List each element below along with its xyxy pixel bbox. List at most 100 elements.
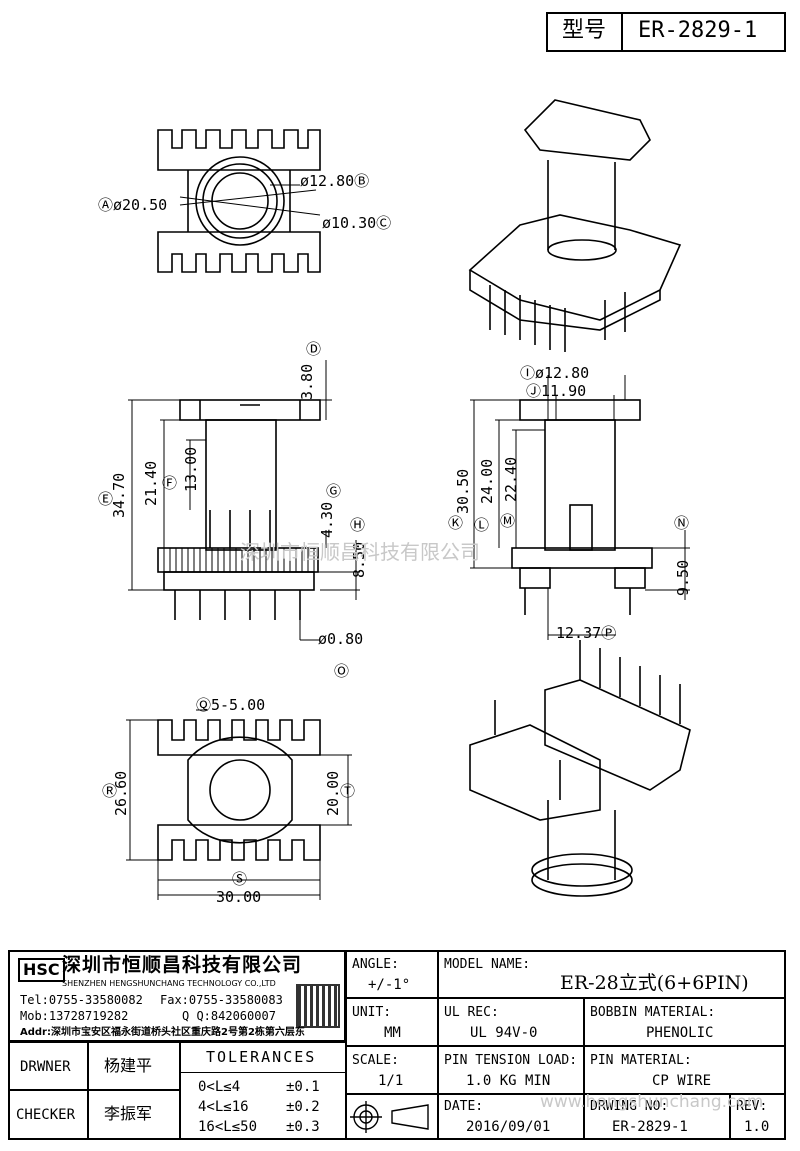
rev-value: 1.0 — [744, 1119, 770, 1135]
dim-h-mark: Ⓗ — [350, 516, 366, 534]
dim-a: Ⓐø20.50 — [98, 196, 168, 214]
dim-m-mark: Ⓜ — [500, 512, 516, 530]
dim-f2-value: 13.00 — [182, 446, 200, 492]
dim-n-value: 9.50 — [674, 559, 692, 596]
ul-label: UL REC: — [444, 1005, 499, 1020]
pin-tension-cell — [438, 1046, 584, 1094]
unit-cell — [346, 998, 438, 1046]
company-name-en: SHENZHEN HENGSHUNCHANG TECHNOLOGY CO.,LT… — [62, 979, 276, 988]
dim-k-value: 30.50 — [454, 468, 472, 514]
tol-range-2: 4<L≤16 — [198, 1099, 249, 1115]
model-label: 型号 — [562, 18, 607, 43]
projection-symbol-icon — [350, 1101, 429, 1133]
bottom-view — [126, 709, 352, 900]
tol-value-1: ±0.1 — [286, 1079, 320, 1095]
header-divider — [621, 12, 623, 52]
checker-label-cell — [8, 1090, 88, 1140]
rev-label: REV: — [736, 1099, 768, 1114]
angle-cell — [346, 950, 438, 998]
dim-n-mark: Ⓝ — [674, 514, 690, 532]
dim-t-mark: Ⓣ — [340, 782, 356, 800]
side-view — [470, 375, 690, 640]
projection-cell — [346, 1094, 438, 1140]
iso-view-top — [468, 99, 682, 352]
dim-m-value: 22.40 — [502, 456, 520, 502]
company-fax: Fax:0755-33580083 — [160, 993, 283, 1007]
pin-material-value: CP WIRE — [652, 1073, 712, 1089]
dim-o-mark: Ⓞ — [334, 662, 350, 680]
dim-g-mark: Ⓖ — [326, 482, 342, 500]
bobbin-label: BOBBIN MATERIAL: — [590, 1005, 716, 1020]
angle-label: ANGLE: — [352, 957, 399, 972]
model-number: ER-2829-1 — [638, 18, 758, 43]
tol-range-3: 16<L≤50 — [198, 1119, 258, 1135]
tol-value-2: ±0.2 — [286, 1099, 320, 1115]
front-view — [128, 360, 360, 641]
date-label: DATE: — [444, 1099, 484, 1114]
drawing-no-cell — [584, 1094, 730, 1140]
company-qq: Q Q:842060007 — [182, 1009, 276, 1023]
model-name-value: ER-28立式(6+6PIN) — [560, 972, 749, 994]
unit-label: UNIT: — [352, 1005, 392, 1020]
header-box — [546, 12, 786, 52]
checker-value-cell — [88, 1090, 180, 1140]
technical-drawing — [126, 99, 691, 900]
drawer-label-cell — [8, 1042, 88, 1090]
pin-tension-label: PIN TENSION LOAD: — [444, 1053, 578, 1068]
drawing-no-label: DRWING NO: — [590, 1099, 669, 1114]
tolerances-divider — [180, 1072, 346, 1073]
ul-value: UL 94V-0 — [470, 1025, 538, 1041]
top-view — [157, 129, 321, 273]
watermark-center: 深圳市恒顺昌科技有限公司 — [240, 540, 480, 564]
dim-r-mark: Ⓡ — [102, 782, 118, 800]
checker-value: 李振军 — [104, 1104, 153, 1123]
company-name-cn: 深圳市恒顺昌科技有限公司 — [62, 954, 303, 976]
company-mob: Mob:13728719282 — [20, 1009, 129, 1023]
company-addr: Addr:深圳市宝安区福永街道桥头社区重庆路2号第2栋第六层东 — [20, 1027, 305, 1038]
dim-e-mark: Ⓔ — [98, 490, 114, 508]
dim-b: ø12.80Ⓑ — [300, 172, 370, 190]
date-cell — [438, 1094, 584, 1140]
checker-label: CHECKER — [16, 1107, 76, 1123]
unit-value: MM — [384, 1025, 401, 1041]
dim-p: 12.37Ⓟ — [556, 624, 617, 642]
iso-view-bottom — [469, 640, 691, 897]
tolerances-title: TOLERANCES — [206, 1048, 317, 1066]
dim-g-value: 4.30 — [318, 501, 336, 538]
scale-label: SCALE: — [352, 1053, 399, 1068]
pin-material-label: PIN MATERIAL: — [590, 1053, 692, 1068]
dim-j: Ⓙ11.90 — [526, 382, 587, 400]
dim-k-mark: Ⓚ — [448, 514, 464, 532]
model-name-label: MODEL NAME: — [444, 957, 531, 972]
scale-value: 1/1 — [378, 1073, 404, 1089]
dim-t-value: 20.00 — [324, 770, 342, 816]
drawer-value: 杨建平 — [104, 1056, 153, 1075]
tol-range-1: 0<L≤4 — [198, 1079, 241, 1095]
dim-l-mark: Ⓛ — [474, 516, 490, 534]
rev-cell — [730, 1094, 786, 1140]
angle-value: +/-1° — [368, 977, 411, 993]
dim-d-mark: Ⓓ — [306, 340, 322, 358]
dim-r-value: 26.60 — [112, 770, 130, 816]
dim-s-mark: Ⓢ — [232, 870, 248, 888]
bobbin-value: PHENOLIC — [646, 1025, 714, 1041]
company-panel — [8, 950, 346, 1042]
dim-f-value: 21.40 — [142, 460, 160, 506]
qr-code-icon — [296, 984, 340, 1028]
dim-d-value: 3.80 — [298, 363, 316, 400]
ul-cell — [438, 998, 584, 1046]
date-value: 2016/09/01 — [466, 1119, 551, 1135]
model-name-cell — [438, 950, 786, 998]
scale-cell — [346, 1046, 438, 1094]
bobbin-cell — [584, 998, 786, 1046]
pin-tension-value: 1.0 KG MIN — [466, 1073, 551, 1089]
pin-material-cell — [584, 1046, 786, 1094]
dim-i: Ⓘø12.80 — [520, 364, 590, 382]
dim-f-mark: Ⓕ — [162, 474, 178, 492]
drawer-label: DRWNER — [20, 1059, 71, 1075]
company-logo: HSC — [18, 958, 65, 982]
dim-o-value: ø0.80 — [318, 630, 364, 648]
drawer-value-cell — [88, 1042, 180, 1090]
dim-q: Ⓠ5-5.00 — [196, 696, 266, 714]
tolerances-panel — [180, 1042, 346, 1140]
